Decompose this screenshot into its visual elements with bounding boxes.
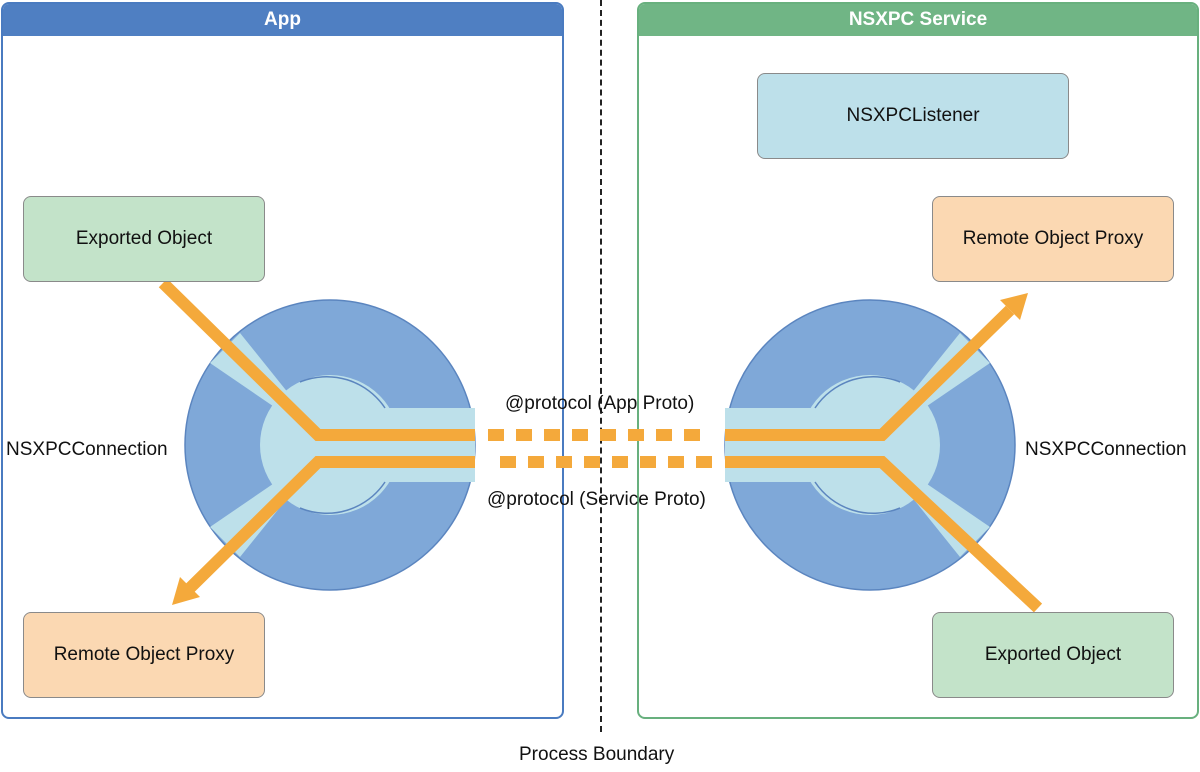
app-connection-label: NSXPCConnection [6, 439, 168, 460]
app-protocol-channel [158, 278, 1015, 441]
service-protocol-channel [185, 456, 1043, 613]
process-boundary-label: Process Boundary [519, 744, 675, 765]
process-boundary-line [600, 0, 602, 732]
service-remote-object-proxy-box: Remote Object Proxy [932, 196, 1174, 282]
app-exported-object-box: Exported Object [23, 196, 265, 282]
service-connection-label: NSXPCConnection [1025, 439, 1187, 460]
app-panel-title: App [3, 4, 562, 36]
app-proxy-arrowhead [172, 577, 200, 605]
app-protocol-label: @protocol (App Proto) [505, 393, 695, 414]
service-exported-object-box: Exported Object [932, 612, 1174, 698]
service-panel-title: NSXPC Service [639, 4, 1197, 36]
service-listener-box: NSXPCListener [757, 73, 1069, 159]
service-proxy-arrowhead [1000, 293, 1028, 320]
service-protocol-label: @protocol (Service Proto) [487, 489, 706, 510]
app-remote-object-proxy-box: Remote Object Proxy [23, 612, 265, 698]
